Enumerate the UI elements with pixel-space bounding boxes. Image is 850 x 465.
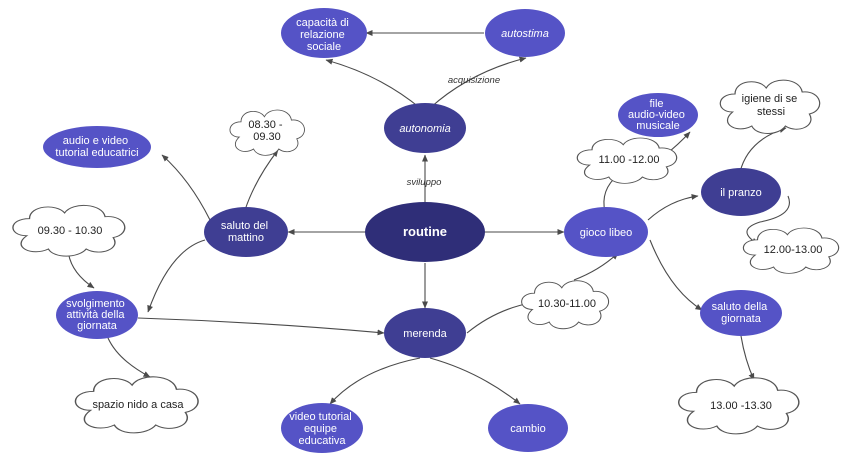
node-shape <box>564 207 648 257</box>
edge-merenda-t1030 <box>466 301 531 334</box>
node-shape <box>281 403 363 453</box>
edge-label-acquisizione: acquisizione <box>448 75 500 86</box>
edge-gioco-pranzo <box>647 193 699 221</box>
edge-pranzo-t1200 <box>746 195 790 245</box>
node-label: audio e video tutorial educatrici <box>55 135 138 159</box>
cloud-1300-label: 13.00 -13.30 <box>710 400 772 412</box>
edge-saluto-t0830 <box>244 149 279 211</box>
node-gioco-libero[interactable]: gioco libeo <box>564 207 648 257</box>
node-shape <box>384 308 466 358</box>
node-label: autostima <box>501 28 549 40</box>
node-label: il pranzo <box>720 187 762 199</box>
cloud-0930-label: 09.30 - 10.30 <box>38 225 103 237</box>
node-svolgimento[interactable]: svolgimento attività della giornata <box>56 291 138 339</box>
node-shape <box>56 291 138 339</box>
node-shape <box>281 8 367 58</box>
edge-label-sviluppo: sviluppo <box>407 177 442 188</box>
edge-merenda-video <box>329 357 421 405</box>
edge-autonomia-autostima <box>429 56 527 109</box>
node-label: capacità di relazione sociale <box>296 17 352 53</box>
cloud-1200-label: 12.00-13.00 <box>764 244 823 256</box>
cloud-0830-label: 08.30 - 09.30 <box>248 119 285 143</box>
node-file-audio[interactable]: file audio-video musicale <box>618 93 698 137</box>
edge-saluto-audio <box>161 154 211 221</box>
node-saluto-mattino[interactable]: saluto del mattino <box>204 207 288 257</box>
node-autostima[interactable]: autostima <box>485 9 565 57</box>
node-shape <box>700 290 782 336</box>
cloud-igiene-label: igiene di se stessi <box>742 93 801 118</box>
node-label: file audio-video musicale <box>628 98 688 132</box>
cloud-spazio-label: spazio nido a casa <box>92 399 184 411</box>
node-label: merenda <box>403 328 447 340</box>
edge-t1030-gioco <box>573 252 619 281</box>
node-capacita[interactable]: capacità di relazione sociale <box>281 8 367 58</box>
node-shape <box>384 103 466 153</box>
node-routine[interactable]: routine <box>365 202 485 262</box>
edge-saluto-giornata-t1300 <box>740 335 755 381</box>
node-shape <box>488 404 568 452</box>
edge-svolgimento-merenda <box>137 317 385 336</box>
node-cambio[interactable]: cambio <box>488 404 568 452</box>
edge-merenda-cambio <box>429 357 521 405</box>
edge-svolgimento-spazio <box>107 337 151 378</box>
cloud-1030-label: 10.30-11.00 <box>538 298 596 310</box>
edge-pranzo-igiene <box>739 127 787 173</box>
edge-saluto-svolgimento <box>147 239 206 313</box>
node-shape <box>204 207 288 257</box>
node-label: cambio <box>510 423 545 435</box>
node-il-pranzo[interactable]: il pranzo <box>701 168 781 216</box>
node-shape <box>485 9 565 57</box>
node-label: routine <box>403 224 447 239</box>
edge-gioco-saluto-giornata <box>649 239 703 311</box>
node-shape <box>701 168 781 216</box>
node-label: autonomia <box>399 123 450 135</box>
node-label: saluto del mattino <box>221 220 271 244</box>
node-saluto-giornata[interactable]: saluto della giornata <box>700 290 782 336</box>
node-shape <box>365 202 485 262</box>
node-shape <box>43 126 151 168</box>
node-merenda[interactable]: merenda <box>384 308 466 358</box>
node-audio-video[interactable]: audio e video tutorial educatrici <box>43 126 151 168</box>
edge-autonomia-capacita <box>325 58 421 109</box>
node-label: svolgimento attività della giornata <box>66 298 128 332</box>
node-label: video tutorial equipe educativa <box>289 411 354 447</box>
node-autonomia[interactable]: autonomia <box>384 103 466 153</box>
edges <box>67 30 790 405</box>
node-video-tutorial[interactable]: video tutorial equipe educativa <box>281 403 363 453</box>
node-shape <box>618 93 698 137</box>
node-label: gioco libeo <box>580 227 633 239</box>
node-label: saluto della giornata <box>712 301 771 325</box>
cloud-1100-label: 11.00 -12.00 <box>599 154 660 166</box>
